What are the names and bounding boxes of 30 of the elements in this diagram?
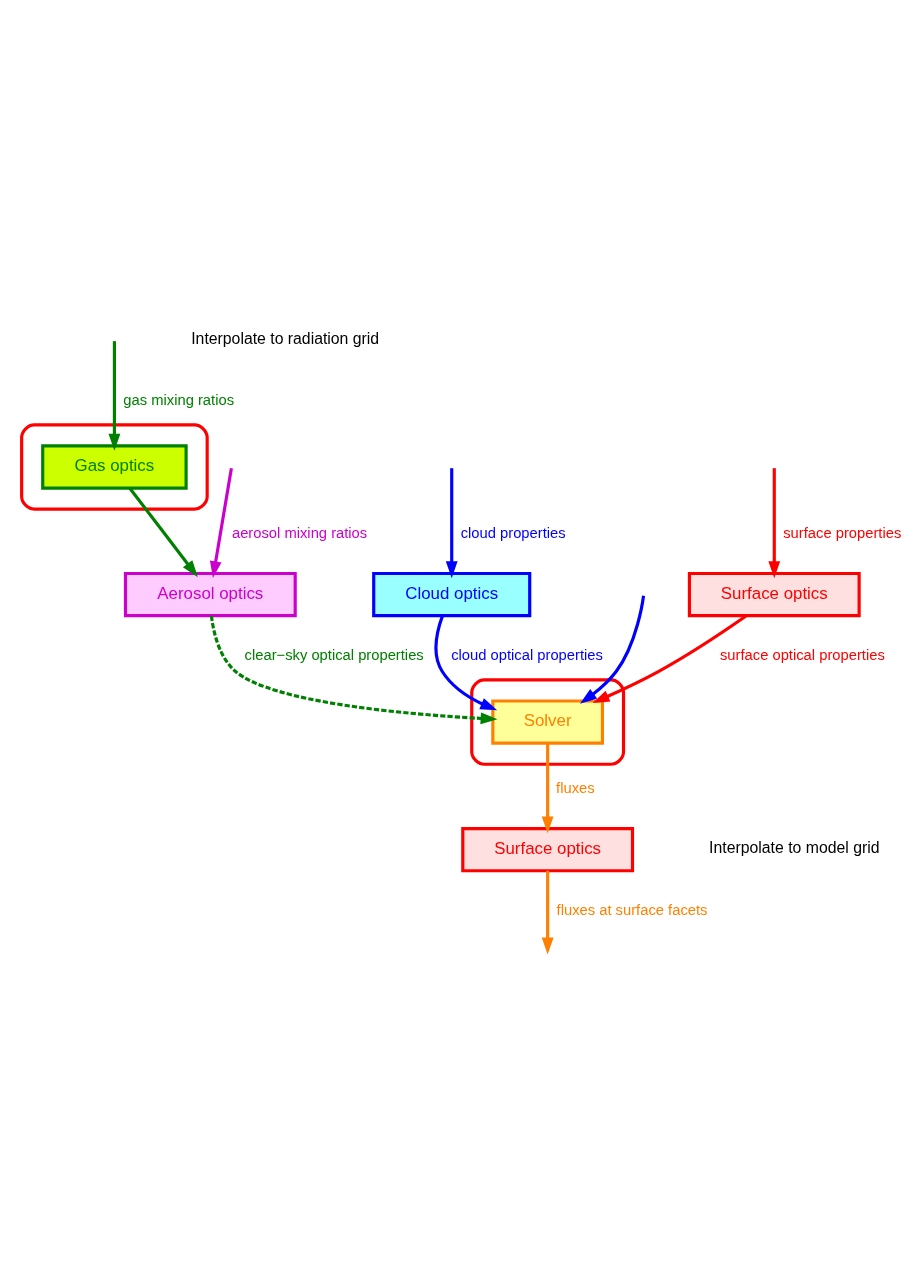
edge-label: cloud optical properties xyxy=(450,646,603,663)
node-box: Aerosol optics xyxy=(123,571,297,618)
arrow xyxy=(209,467,233,579)
arrow xyxy=(445,468,458,579)
edge-label: surface properties xyxy=(782,525,901,542)
edge-label: surface optical properties xyxy=(719,646,885,663)
edge-label: gas mixing ratios xyxy=(122,391,234,408)
node-box: Solver xyxy=(490,699,604,745)
node-box: Cloud optics xyxy=(371,571,531,618)
label: Interpolate to model grid xyxy=(708,839,879,857)
node-box: Surface optics xyxy=(687,571,861,618)
arrow xyxy=(108,341,120,451)
node-box: Surface optics xyxy=(460,827,634,873)
arrow xyxy=(433,615,497,711)
arrow xyxy=(767,468,780,579)
edge-label: aerosol mixing ratios xyxy=(231,525,367,542)
label: Interpolate to radiation grid xyxy=(190,329,379,347)
arrow xyxy=(541,743,554,834)
node-box: Gas optics xyxy=(40,444,188,490)
edge-label: clear−sky optical properties xyxy=(244,646,424,663)
cluster xyxy=(469,678,625,766)
arrow xyxy=(579,595,645,704)
edge-label: fluxes at surface facets xyxy=(556,901,707,918)
cluster xyxy=(19,423,209,511)
arrow xyxy=(592,614,747,703)
edge-label: fluxes xyxy=(555,780,595,797)
edge-label: cloud properties xyxy=(460,525,566,542)
arrow xyxy=(209,615,498,725)
arrow xyxy=(541,870,554,955)
arrow xyxy=(128,487,198,578)
